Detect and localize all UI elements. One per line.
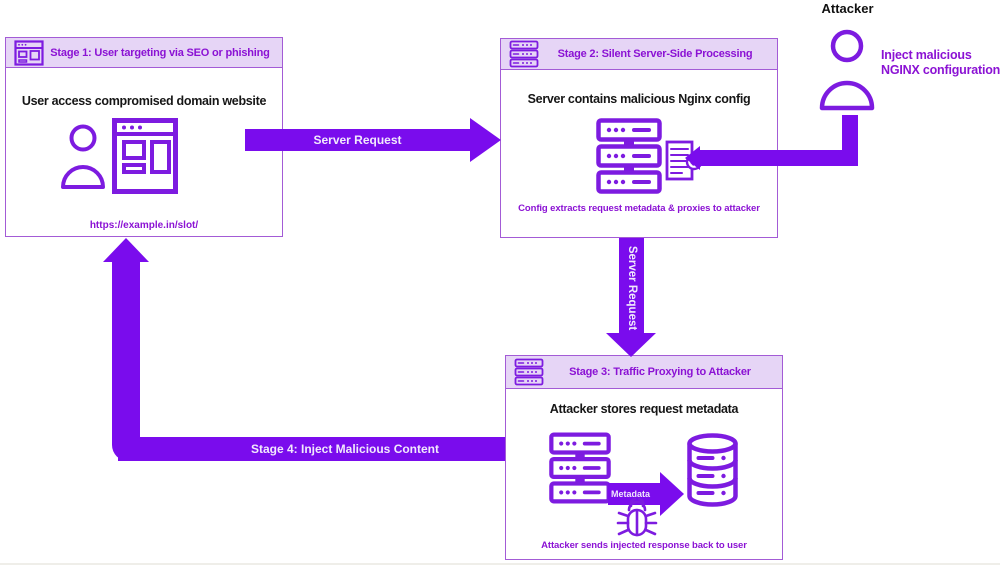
compromised-url: https://example.in/slot/ [89, 220, 199, 231]
bottom-edge-strip [0, 563, 1000, 565]
proxy-server-icon [549, 431, 611, 505]
metadata-arrow-shaft [608, 483, 660, 505]
stage1-box: Stage 1: User targeting via SEO or phish… [5, 37, 283, 237]
metadata-arrowhead [660, 472, 684, 516]
stage2-body: Server contains malicious Nginx config [501, 70, 777, 236]
stage4-arrow-horizontal [118, 437, 505, 461]
server-rack-icon [509, 40, 539, 68]
stage2-title: Stage 2: Silent Server-Side Processing [557, 48, 753, 60]
stage1-heading: User access compromised domain website [21, 94, 267, 108]
server-request-arrowhead [470, 118, 501, 162]
stage1-title: Stage 1: User targeting via SEO or phish… [50, 46, 270, 59]
server-request-vertical-shaft [619, 238, 644, 333]
compromised-website-icon [112, 118, 178, 194]
stage3-body: Attacker stores request metadata [506, 389, 782, 558]
nginx-server-icon [596, 118, 662, 194]
stage2-heading: Server contains malicious Nginx config [527, 92, 751, 106]
metadata-label: Metadata [611, 489, 651, 499]
stage3-header: Stage 3: Traffic Proxying to Attacker [506, 356, 782, 389]
stage3-title: Stage 3: Traffic Proxying to Attacker [569, 366, 751, 378]
server-rack-icon [514, 358, 544, 386]
server-request-vertical-label: Server Request [626, 245, 638, 331]
stage3-caption: Attacker sends injected response back to… [541, 540, 747, 551]
stage3-heading: Attacker stores request metadata [549, 402, 739, 416]
user-person-icon [60, 123, 106, 191]
stage4-label: Stage 4: Inject Malicious Content [250, 442, 440, 456]
bug-malware-icon [616, 497, 658, 543]
stage1-body: User access compromised domain website [6, 68, 282, 235]
attacker-label: Attacker [821, 1, 874, 16]
server-request-label: Server Request [313, 133, 402, 147]
attacker-person-icon [819, 28, 875, 112]
browser-window-icon [14, 39, 44, 66]
inject-arrow-horizontal [699, 150, 858, 166]
stage3-box: Stage 3: Traffic Proxying to Attacker At… [505, 355, 783, 560]
attacker-note: Inject malicious NGINX configuration [881, 48, 1000, 77]
stage4-arrow-vertical [112, 262, 140, 461]
stage2-box: Stage 2: Silent Server-Side Processing S… [500, 38, 778, 238]
stage2-caption: Config extracts request metadata & proxi… [518, 203, 760, 214]
server-request-arrow-shaft [245, 129, 470, 151]
attacker-database-icon [685, 433, 740, 509]
stage1-header: Stage 1: User targeting via SEO or phish… [6, 38, 282, 68]
inject-arrowhead [685, 146, 700, 170]
stage4-arrowhead [103, 238, 149, 262]
stage2-header: Stage 2: Silent Server-Side Processing [501, 39, 777, 70]
server-request-vertical-arrowhead [606, 333, 656, 357]
